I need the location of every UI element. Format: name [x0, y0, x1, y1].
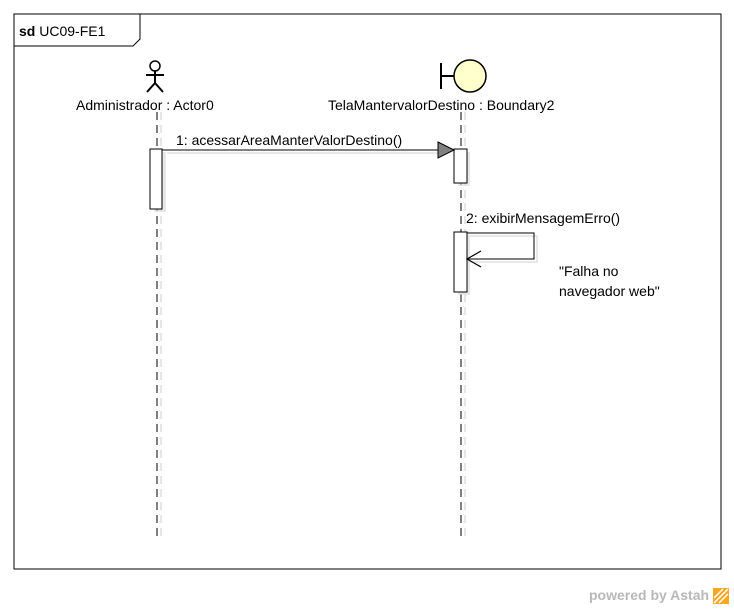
message-1-label: 1: acessarAreaManterValorDestino()	[176, 132, 403, 148]
activation-administrador	[149, 148, 163, 210]
boundary-icon	[440, 59, 487, 93]
astah-logo-icon	[713, 588, 729, 604]
constraint-note: "Falha no navegador web"	[559, 261, 660, 301]
activation-tela-2	[453, 231, 468, 293]
lifeline-label-tela: TelaMantervalorDestino : Boundary2	[328, 97, 555, 113]
message-2-arrow	[467, 232, 535, 260]
frame-tag-border	[14, 14, 141, 47]
frame-keyword: sd	[19, 23, 36, 39]
frame-title: sd UC09-FE1	[19, 22, 105, 40]
message-2-arrowhead	[465, 250, 482, 268]
message-1-arrowhead	[437, 141, 456, 159]
actor-stick-figure-icon	[146, 60, 164, 93]
lifeline-label-administrador: Administrador : Actor0	[76, 97, 214, 113]
activation-tela-1	[453, 148, 468, 184]
powered-by-astah: powered by Astah	[589, 587, 710, 603]
message-2-label: 2: exibirMensagemErro()	[466, 210, 621, 226]
diagram-frame	[13, 13, 722, 570]
frame-name: UC09-FE1	[39, 23, 106, 39]
note-line-2: navegador web"	[559, 283, 660, 299]
note-line-1: "Falha no	[559, 263, 619, 279]
